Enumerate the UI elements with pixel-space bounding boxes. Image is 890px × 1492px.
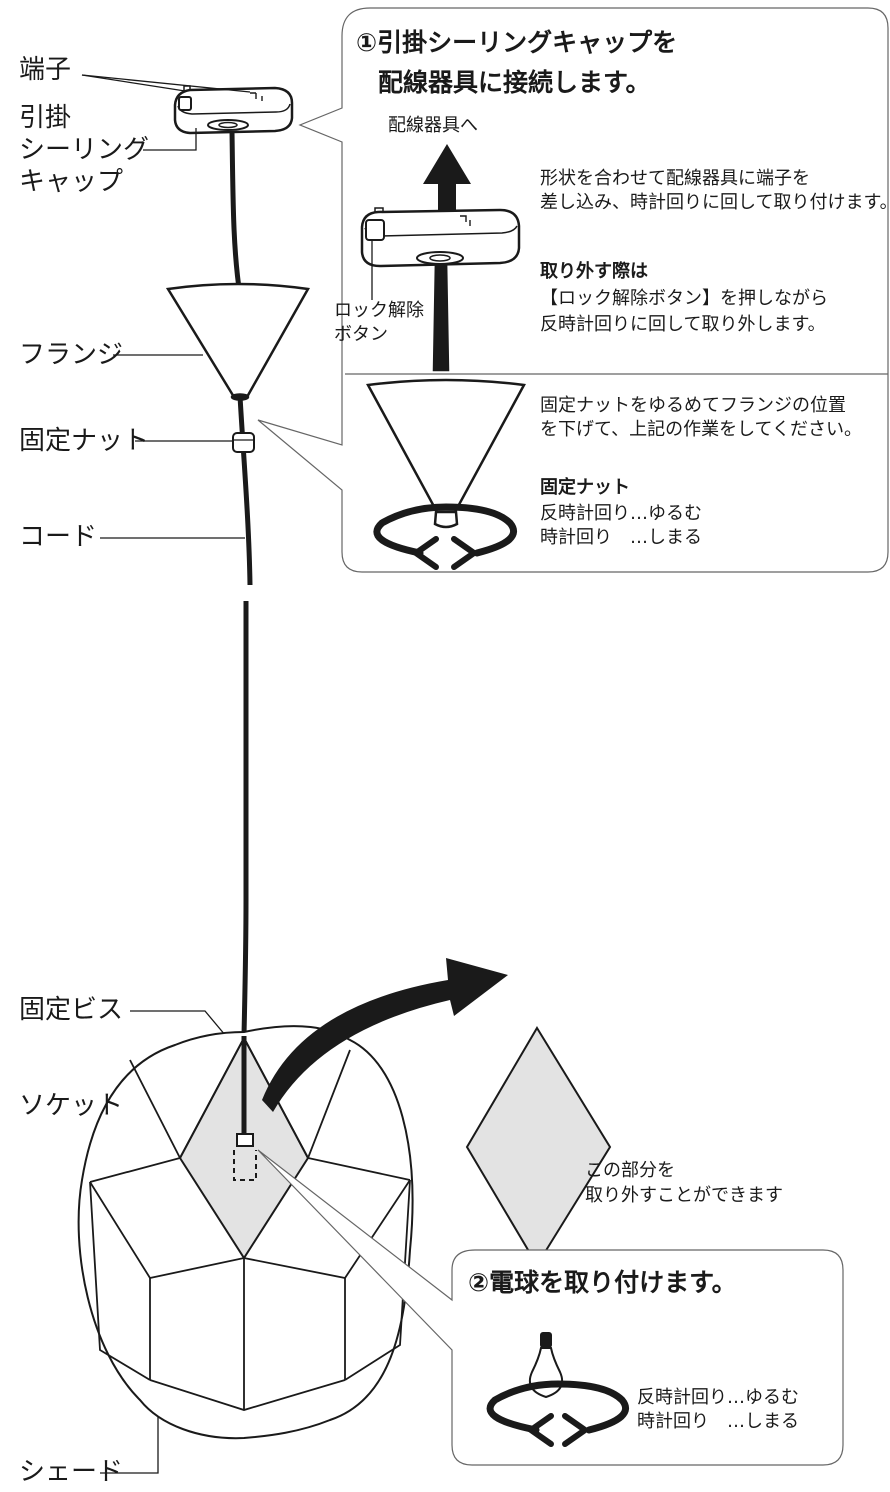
up-arrow-icon	[423, 144, 471, 210]
step1-remove-line1: 【ロック解除ボタン】を押しながら	[540, 288, 828, 309]
nut-icon	[232, 432, 255, 453]
label-socket: ソケット	[19, 1091, 124, 1121]
step1-title-line1: ①引掛シーリングキャップを	[356, 28, 678, 57]
lock-button-label-line2: ボタン	[334, 324, 388, 345]
step1-remove-line2: 反時計回りに回して取り外します。	[540, 314, 826, 335]
label-screw: 固定ビス	[19, 995, 124, 1025]
step1-remove-heading: 取り外す際は	[540, 261, 648, 282]
step2-callout-box	[257, 1149, 844, 1466]
step1-flange-line2: を下げて、上記の作業をしてください。	[540, 419, 863, 440]
step1-loosen: 反時計回り…ゆるむ	[540, 503, 702, 524]
label-shade: シェード	[19, 1457, 124, 1487]
step2-title: ②電球を取り付けます。	[468, 1268, 737, 1297]
curved-arrow-icon	[262, 958, 508, 1112]
lock-button-label-line1: ロック解除	[334, 300, 424, 321]
label-cap-line3: キャップ	[19, 167, 124, 197]
step2-tighten: 時計回り …しまる	[637, 1411, 799, 1432]
step1-nut-heading: 固定ナット	[540, 477, 630, 498]
label-cap-line2: シーリング	[19, 135, 150, 165]
step1-instruction-line1: 形状を合わせて配線器具に端子を	[540, 168, 810, 189]
label-cord: コード	[19, 522, 98, 552]
label-cap-line1: 引掛	[19, 103, 72, 133]
label-flange: フランジ	[19, 340, 124, 370]
rotate-arrow-icon	[373, 503, 518, 570]
panel-caption-line2: 取り外すことができます	[585, 1185, 783, 1206]
step1-instruction-line2: 差し込み、時計回りに回して取り付けます。	[540, 192, 890, 213]
panel-caption-line1: この部分を	[585, 1160, 675, 1181]
step2-loosen: 反時計回り…ゆるむ	[637, 1387, 799, 1408]
step1-arrow-label: 配線器具へ	[388, 115, 478, 136]
label-terminal: 端子	[19, 55, 72, 85]
panel-icon	[465, 1026, 612, 1267]
ceiling-cap-icon	[173, 85, 294, 135]
cord-lower	[241, 600, 249, 1036]
step1-flange-line1: 固定ナットをゆるめてフランジの位置	[540, 395, 846, 416]
shade-icon	[77, 1025, 414, 1440]
step1-tighten: 時計回り …しまる	[540, 527, 702, 548]
step1-title-line2: 配線器具に接続します。	[378, 68, 651, 97]
label-nut: 固定ナット	[19, 426, 150, 456]
flange-detail-icon	[366, 378, 526, 529]
ceiling-cap-detail-icon	[360, 207, 521, 372]
flange-icon	[165, 282, 310, 401]
rotate-arrow-step2-icon	[486, 1380, 630, 1447]
